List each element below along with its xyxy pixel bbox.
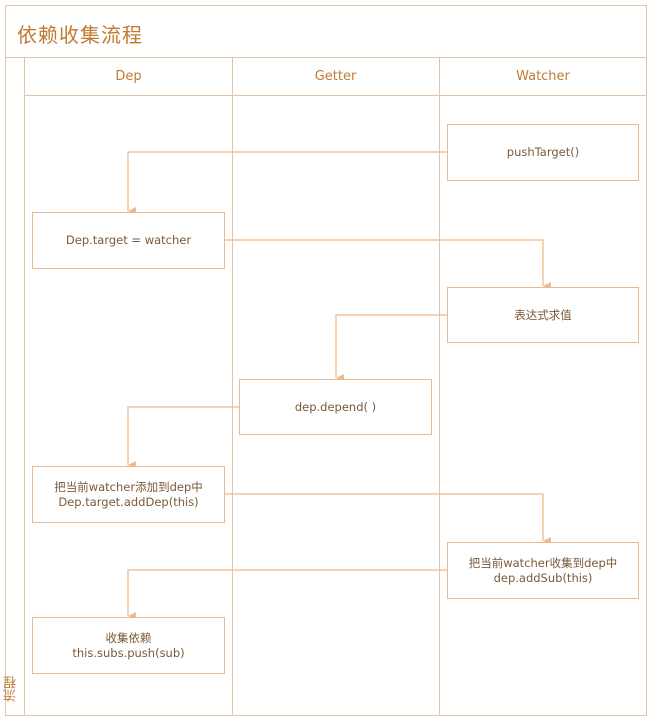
node-code: this.subs.push(sub): [72, 645, 185, 660]
node-label: dep.depend( ): [294, 399, 377, 414]
node-label: 把当前watcher添加到dep中: [54, 479, 203, 494]
diagram-title: 依赖收集流程: [17, 23, 143, 47]
lane-label: 流程: [4, 676, 19, 702]
column-header-dep: Dep: [25, 58, 232, 96]
node-add-sub: 把当前watcher收集到dep中 dep.addSub(this): [447, 542, 639, 599]
node-dep-depend: dep.depend( ): [239, 379, 432, 435]
column-header-getter: Getter: [232, 58, 439, 96]
node-label: Dep.target = watcher: [65, 233, 192, 247]
title-bar: 依赖收集流程: [5, 5, 647, 58]
node-code: Dep.target.addDep(this): [58, 494, 199, 509]
node-label: 表达式求值: [514, 307, 572, 322]
node-push-target: pushTarget(): [447, 124, 639, 181]
node-label: 收集依赖: [105, 630, 152, 645]
node-code: dep.addSub(this): [493, 570, 593, 585]
node-label: pushTarget(): [506, 145, 580, 159]
node-add-dep: 把当前watcher添加到dep中 Dep.target.addDep(this…: [32, 466, 225, 523]
diagram-frame: [5, 5, 647, 716]
column-divider: [439, 58, 440, 716]
column-divider: [232, 58, 233, 716]
lane-strip: [5, 58, 25, 716]
node-collect-deps: 收集依赖 this.subs.push(sub): [32, 617, 225, 674]
node-label: 把当前watcher收集到dep中: [468, 555, 618, 570]
column-header-watcher: Watcher: [439, 58, 647, 96]
node-evaluate-expression: 表达式求值: [447, 287, 639, 343]
node-dep-target-assign: Dep.target = watcher: [32, 212, 225, 269]
